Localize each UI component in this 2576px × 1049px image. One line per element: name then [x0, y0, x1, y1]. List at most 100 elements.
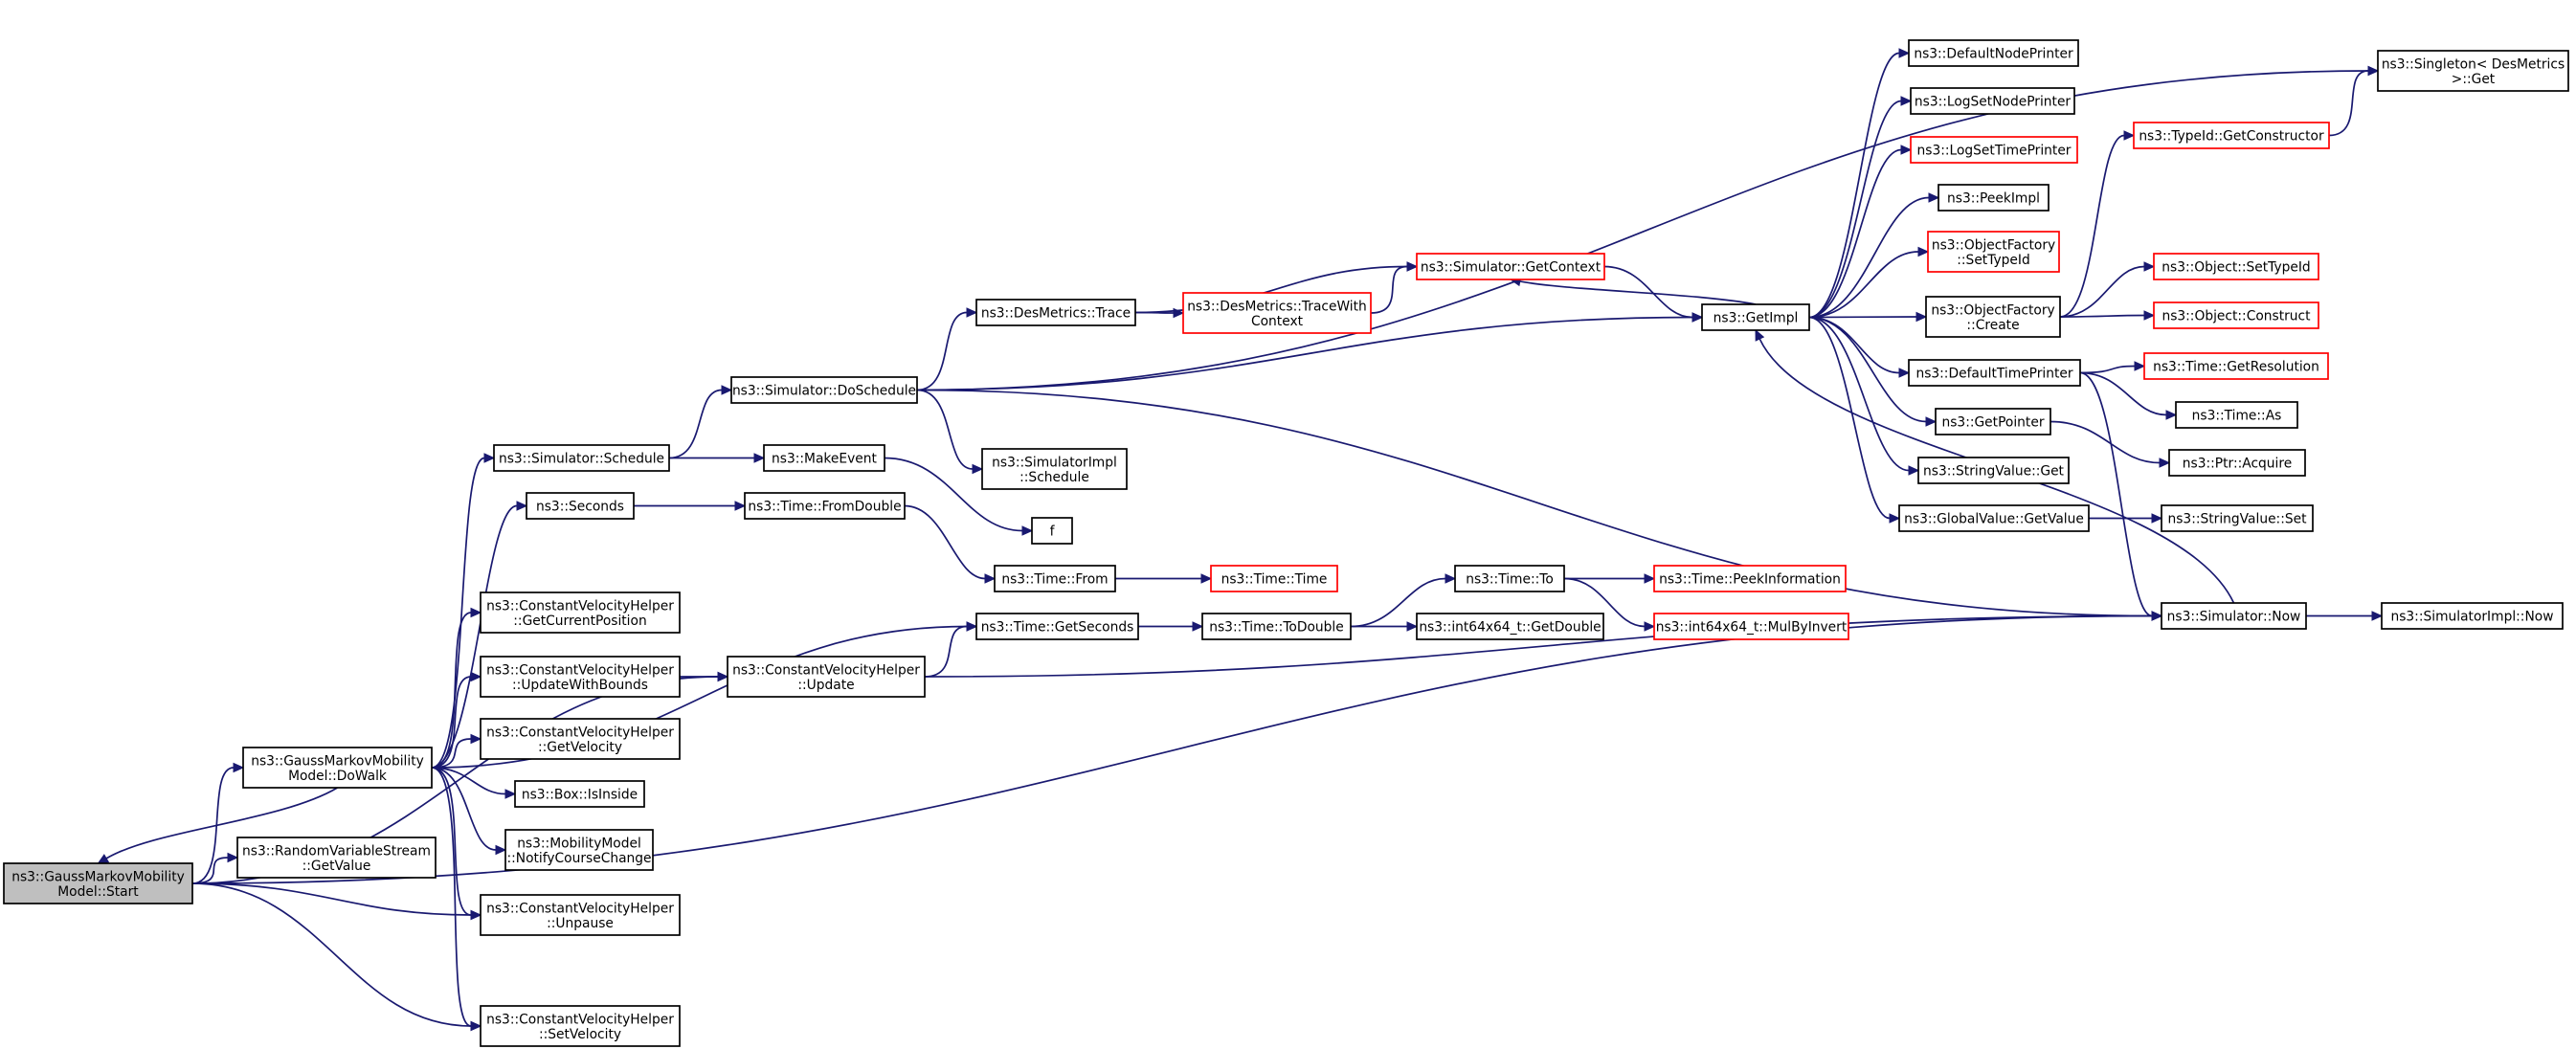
node-label: ::Schedule	[1019, 470, 1089, 485]
node-label: Model::Start	[57, 884, 139, 900]
edge-dowalk-to-schedule	[431, 453, 496, 769]
node-getseconds[interactable]: ns3::Time::GetSeconds	[975, 613, 1139, 640]
edge-getimpl-to-lognodeprint	[1808, 96, 1913, 319]
node-label: ns3::PeekImpl	[1947, 191, 2040, 207]
node-todouble[interactable]: ns3::Time::ToDouble	[1201, 613, 1352, 640]
node-label: ns3::int64x64_t::GetDouble	[1419, 620, 1601, 636]
node-getctor[interactable]: ns3::TypeId::GetConstructor	[2133, 122, 2330, 149]
node-doschedule[interactable]: ns3::Simulator::DoSchedule	[730, 376, 918, 404]
node-box	[2133, 122, 2330, 149]
function-nodes: ns3::GaussMarkovMobilityModel::Startns3:…	[3, 39, 2569, 1047]
node-svset[interactable]: ns3::StringValue::Set	[2161, 504, 2314, 532]
node-objsettypeid[interactable]: ns3::Object::SetTypeId	[2153, 253, 2319, 280]
node-label: ns3::Time::Time	[1221, 572, 1328, 588]
node-box	[2175, 401, 2298, 429]
node-ofcreate[interactable]: ns3::ObjectFactory::Create	[1925, 296, 2061, 338]
node-i64getdouble[interactable]: ns3::int64x64_t::GetDouble	[1416, 613, 1604, 640]
edge-ofcreate-to-getctor	[2059, 130, 2136, 318]
node-label: ns3::Simulator::Now	[2167, 610, 2301, 625]
node-box	[2153, 301, 2319, 329]
node-defnodeprint[interactable]: ns3::DefaultNodePrinter	[1908, 39, 2079, 67]
node-getimpl[interactable]: ns3::GetImpl	[1701, 303, 1810, 331]
node-ptracquire[interactable]: ns3::Ptr::Acquire	[2168, 449, 2306, 477]
node-label: ns3::ConstantVelocityHelper	[486, 1012, 674, 1027]
node-label: ns3::Time::GetSeconds	[981, 620, 1134, 636]
node-label: ns3::Time::FromDouble	[748, 500, 901, 515]
node-simimplsched[interactable]: ns3::SimulatorImpl::Schedule	[981, 448, 1128, 490]
node-box	[2153, 253, 2319, 280]
node-peekinfo[interactable]: ns3::Time::PeekInformation	[1653, 565, 1847, 592]
node-box	[744, 492, 906, 520]
edge-timefrom-to-timetime	[1114, 573, 1213, 584]
node-getcurpos[interactable]: ns3::ConstantVelocityHelper::GetCurrentP…	[480, 591, 681, 634]
node-box	[1653, 565, 1847, 592]
edge-getimpl-to-defnodeprint	[1808, 48, 1911, 319]
node-lognodeprint[interactable]: ns3::LogSetNodePrinter	[1910, 87, 2075, 115]
node-label: ns3::Time::As	[2192, 409, 2282, 424]
node-getcontext[interactable]: ns3::Simulator::GetContext	[1416, 253, 1605, 280]
node-timeto[interactable]: ns3::Time::To	[1454, 565, 1565, 592]
node-box	[480, 656, 681, 698]
node-setvelocity[interactable]: ns3::ConstantVelocityHelper::SetVelocity	[480, 1005, 681, 1047]
node-ofsettypeid[interactable]: ns3::ObjectFactory::SetTypeId	[1927, 231, 2060, 273]
node-trace[interactable]: ns3::DesMetrics::Trace	[975, 299, 1136, 326]
node-label: ns3::Time::From	[1001, 572, 1108, 588]
node-f[interactable]: f	[1031, 517, 1073, 545]
node-label: ns3::LogSetNodePrinter	[1915, 95, 2072, 110]
edge-dowalk-to-getcurpos	[431, 607, 482, 769]
node-fromdouble[interactable]: ns3::Time::FromDouble	[744, 492, 906, 520]
node-box	[514, 780, 645, 808]
node-objconstruct[interactable]: ns3::Object::Construct	[2153, 301, 2319, 329]
node-label: ::NotifyCourseChange	[506, 851, 651, 866]
edge-schedule-to-makeevent	[668, 453, 766, 463]
edge-updwb-to-update	[680, 671, 729, 682]
node-svget[interactable]: ns3::StringValue::Get	[1917, 457, 2070, 484]
node-rvsgetvalue[interactable]: ns3::RandomVariableStream::GetValue	[236, 837, 437, 879]
node-getres[interactable]: ns3::Time::GetResolution	[2143, 352, 2329, 380]
node-label: ns3::Simulator::Schedule	[499, 452, 664, 467]
node-getvelocity[interactable]: ns3::ConstantVelocityHelper::GetVelocity	[480, 718, 681, 760]
node-updwb[interactable]: ns3::ConstantVelocityHelper::UpdateWithB…	[480, 656, 681, 698]
node-label: ::GetVelocity	[538, 740, 622, 755]
node-gvgetvalue[interactable]: ns3::GlobalValue::GetValue	[1898, 504, 2090, 532]
node-label: Context	[1251, 314, 1304, 329]
node-singleton[interactable]: ns3::Singleton< DesMetrics >::Get	[2377, 50, 2569, 92]
node-timeas[interactable]: ns3::Time::As	[2175, 401, 2298, 429]
edge-schedule-to-doschedule	[668, 385, 733, 459]
node-makeevent[interactable]: ns3::MakeEvent	[763, 444, 885, 472]
node-logtimeprint[interactable]: ns3::LogSetTimePrinter	[1910, 136, 2078, 164]
node-timefrom[interactable]: ns3::Time::From	[994, 565, 1116, 592]
node-schedule[interactable]: ns3::Simulator::Schedule	[493, 444, 670, 472]
edge-start-to-rvsgetvalue	[191, 852, 239, 884]
edge-getimpl-to-peekimpl	[1808, 192, 1940, 319]
node-label: ns3::GaussMarkovMobility	[11, 869, 185, 884]
node-notify[interactable]: ns3::MobilityModel::NotifyCourseChange	[504, 829, 654, 871]
node-seconds[interactable]: ns3::Seconds	[526, 492, 635, 520]
node-box	[480, 718, 681, 760]
node-label: ns3::ConstantVelocityHelper	[486, 725, 674, 740]
node-mulbyinvert[interactable]: ns3::int64x64_t::MulByInvert	[1653, 613, 1849, 640]
node-box	[727, 656, 926, 698]
node-label: ns3::Box::IsInside	[522, 788, 638, 803]
node-deftimeprint[interactable]: ns3::DefaultTimePrinter	[1908, 359, 2081, 387]
node-label: ns3::ConstantVelocityHelper	[486, 901, 674, 916]
node-peekimpl[interactable]: ns3::PeekImpl	[1938, 184, 2050, 212]
node-getpointer[interactable]: ns3::GetPointer	[1935, 408, 2051, 435]
node-timetime[interactable]: ns3::Time::Time	[1210, 565, 1338, 592]
edge-todouble-to-i64getdouble	[1351, 621, 1419, 632]
node-update[interactable]: ns3::ConstantVelocityHelper::Update	[727, 656, 926, 698]
node-box	[526, 492, 635, 520]
edge-getimpl-to-getcontext	[1509, 276, 1757, 305]
node-simimplnow[interactable]: ns3::SimulatorImpl::Now	[2381, 602, 2564, 630]
node-box	[1416, 613, 1604, 640]
edge-fromdouble-to-timefrom	[904, 504, 997, 584]
node-label: ns3::MakeEvent	[772, 452, 877, 467]
node-simnow[interactable]: ns3::Simulator::Now	[2161, 602, 2307, 630]
node-label: ns3::TypeId::GetConstructor	[2139, 129, 2324, 145]
node-isinside[interactable]: ns3::Box::IsInside	[514, 780, 645, 808]
node-label: ns3::DefaultNodePrinter	[1914, 47, 2073, 62]
node-unpause[interactable]: ns3::ConstantVelocityHelper::Unpause	[480, 894, 681, 936]
